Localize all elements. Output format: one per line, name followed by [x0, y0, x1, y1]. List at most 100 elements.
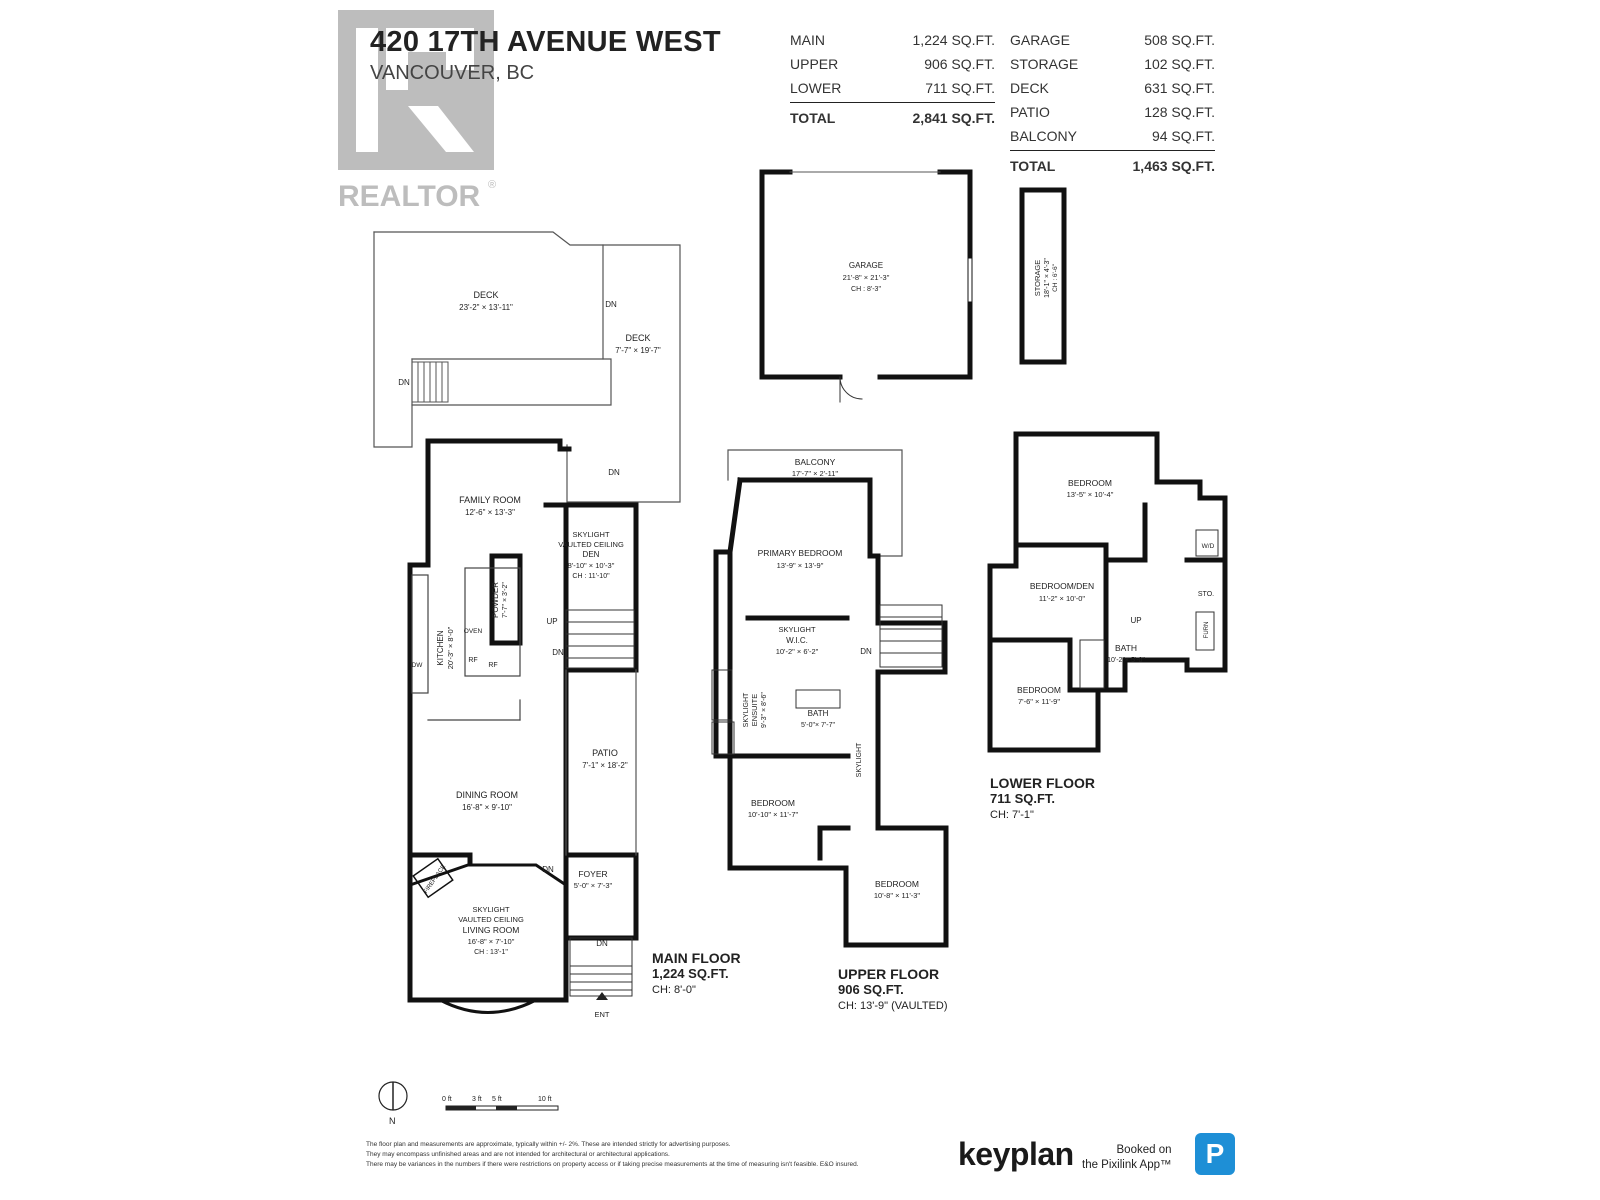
- room-primary-bedroom-name: PRIMARY BEDROOM: [758, 548, 843, 558]
- main-floor-label: MAIN FLOOR 1,224 SQ.FT. CH: 8'-0": [652, 950, 741, 996]
- room-dining-dim: 16'-8" × 9'-10": [462, 803, 512, 812]
- room-sto: STO.: [1198, 591, 1214, 598]
- svg-text:DN: DN: [608, 468, 620, 477]
- room-deck-1-name: DECK: [473, 290, 498, 300]
- svg-text:SKYLIGHT: SKYLIGHT: [472, 905, 510, 914]
- room-foyer-name: FOYER: [578, 869, 607, 879]
- svg-text:CH : 11'-10": CH : 11'-10": [572, 573, 610, 580]
- room-powder-name: POWDER: [491, 582, 500, 618]
- svg-text:UP: UP: [1130, 616, 1141, 625]
- room-ensuite-dim: 9'-3" × 8'-6": [761, 692, 768, 728]
- property-city: VANCOUVER, BC: [370, 62, 535, 84]
- main-stairs: [565, 609, 635, 669]
- svg-text:10 ft: 10 ft: [538, 1096, 552, 1103]
- deck-stairs: [411, 361, 449, 403]
- realtor-logo: REALTOR ®: [338, 10, 496, 210]
- room-deck-2-dim: 7'-7" × 19'-7": [615, 346, 661, 355]
- room-kitchen-name: KITCHEN: [436, 630, 445, 665]
- svg-text:5 ft: 5 ft: [492, 1096, 502, 1103]
- svg-text:SKYLIGHT: SKYLIGHT: [743, 692, 750, 727]
- svg-text:DN: DN: [552, 648, 564, 657]
- svg-text:CH : 8'-3": CH : 8'-3": [851, 286, 881, 293]
- svg-text:RF: RF: [468, 657, 477, 664]
- booked-on-text: Booked on the Pixilink App™: [1082, 1144, 1172, 1171]
- room-living-dim: 16'-8" × 7'-10": [468, 937, 515, 946]
- lower-floor-label: LOWER FLOOR 711 SQ.FT. CH: 7'-1": [990, 775, 1095, 821]
- disclaimer: The floor plan and measurements are appr…: [366, 1141, 859, 1168]
- room-bath-upper-dim: 5'-0"× 7'-7": [801, 722, 835, 729]
- room-family-name: FAMILY ROOM: [459, 495, 521, 505]
- balcony-outline: [727, 449, 903, 557]
- scale-bar: 0 ft 3 ft 5 ft 10 ft: [442, 1096, 559, 1111]
- room-primary-bedroom-dim: 13'-9" × 13'-9": [777, 561, 824, 570]
- room-living-name: LIVING ROOM: [463, 925, 520, 935]
- north-arrow-icon: N: [378, 1081, 408, 1126]
- room-wic-name: W.I.C.: [786, 636, 808, 645]
- upper-fixtures: [711, 604, 943, 755]
- room-garage-name: GARAGE: [849, 261, 883, 270]
- room-kitchen-dim: 20'-3" × 8'-0": [446, 626, 455, 669]
- room-bedroom-lower-1-dim: 13'-5" × 10'-4": [1067, 490, 1114, 499]
- svg-text:3 ft: 3 ft: [472, 1096, 482, 1103]
- room-dining-name: DINING ROOM: [456, 790, 518, 800]
- svg-text:CH : 13'-1": CH : 13'-1": [474, 949, 508, 956]
- svg-text:RF: RF: [488, 662, 497, 669]
- room-patio-name: PATIO: [592, 748, 618, 758]
- room-skylight-hall: SKYLIGHT: [856, 742, 863, 777]
- room-balcony-name: BALCONY: [795, 457, 836, 467]
- property-address: 420 17TH AVENUE WEST: [370, 26, 721, 58]
- entry-label: ENT: [595, 1010, 610, 1019]
- room-bedroom-upper-1-dim: 10'-10" × 11'-7": [748, 810, 799, 819]
- upper-floor-label: UPPER FLOOR 906 SQ.FT. CH: 13'-9" (VAULT…: [838, 966, 948, 1012]
- room-bath-upper-name: BATH: [808, 709, 829, 718]
- room-den-dim: 8'-10" × 10'-3": [568, 561, 615, 570]
- room-powder-dim: 7'-7" × 3'-2": [502, 582, 509, 618]
- room-wd: W/D: [1202, 543, 1215, 550]
- svg-text:UP: UP: [546, 617, 557, 626]
- room-foyer-dim: 5'-0" × 7'-3": [574, 881, 613, 890]
- room-bedroom-upper-1-name: BEDROOM: [751, 798, 795, 808]
- svg-text:VAULTED CEILING: VAULTED CEILING: [458, 915, 524, 924]
- room-bath-lower-name: BATH: [1115, 643, 1137, 653]
- svg-text:N: N: [389, 1116, 396, 1126]
- main-deck-outline: [373, 231, 681, 503]
- svg-text:®: ®: [488, 179, 496, 191]
- room-family-dim: 12'-6" × 13'-3": [465, 508, 515, 517]
- upper-floor-walls: [713, 477, 949, 948]
- svg-text:DN: DN: [605, 300, 617, 309]
- lower-fixtures: [1079, 529, 1219, 689]
- room-patio-dim: 7'-1" × 18'-2": [582, 761, 628, 770]
- room-bedroom-den-dim: 11'-2" × 10'-0": [1039, 594, 1086, 603]
- kitchen-counters: [411, 567, 521, 721]
- room-storage-dim: 18'-1" × 4'-3": [1044, 258, 1051, 298]
- lower-floor-walls: [987, 431, 1228, 753]
- room-balcony-dim: 17'-7" × 2'-11": [792, 469, 839, 478]
- room-bedroom-den-name: BEDROOM/DEN: [1030, 581, 1094, 591]
- room-bedroom-lower-2-name: BEDROOM: [1017, 685, 1061, 695]
- storage-walls: [1019, 187, 1067, 365]
- svg-text:DN: DN: [860, 647, 872, 656]
- svg-text:DN: DN: [398, 378, 410, 387]
- svg-text:0 ft: 0 ft: [442, 1096, 452, 1103]
- svg-text:CH : 6'-6": CH : 6'-6": [1052, 263, 1059, 291]
- room-garage-dim: 21'-8" × 21'-3": [843, 273, 890, 282]
- room-wic-dim: 10'-2" × 6'-2": [776, 647, 819, 656]
- entry-arrow-icon: [596, 992, 608, 1000]
- room-bedroom-upper-2-name: BEDROOM: [875, 879, 919, 889]
- svg-text:VAULTED CEILING: VAULTED CEILING: [558, 540, 624, 549]
- room-deck-2-name: DECK: [625, 333, 650, 343]
- svg-text:DN: DN: [542, 865, 554, 874]
- keyplan-logo: keyplan: [958, 1136, 1074, 1172]
- room-bedroom-lower-2-dim: 7'-6" × 11'-9": [1018, 697, 1060, 706]
- pixilink-app-icon[interactable]: P: [1195, 1133, 1235, 1175]
